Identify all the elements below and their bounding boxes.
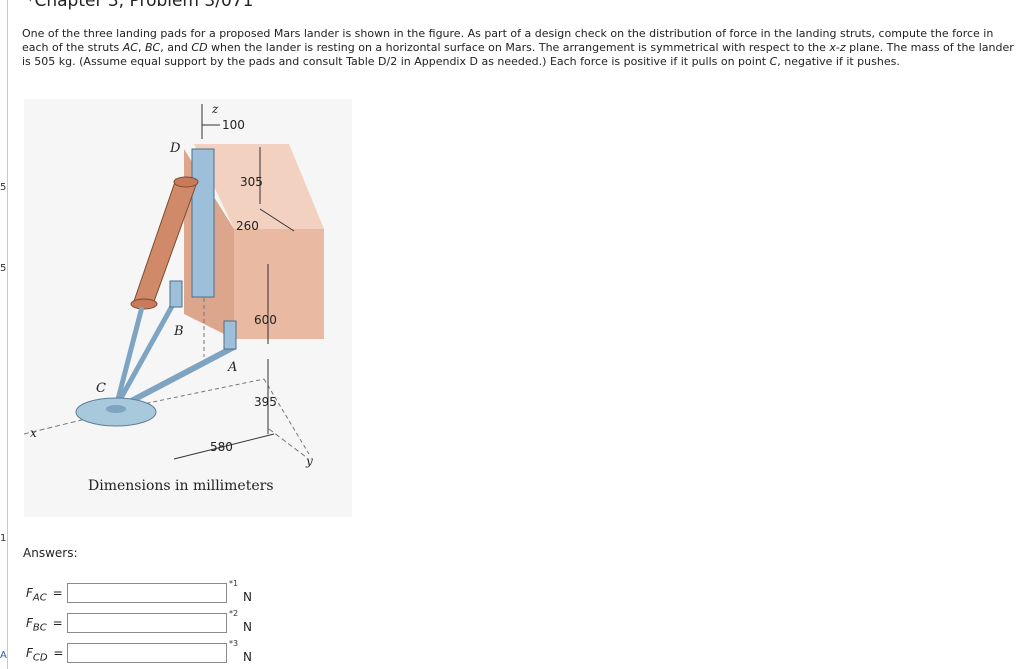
strut-ac-label: AC: [122, 41, 138, 54]
problem-text: plane. The mass of the lander is 505 kg.…: [22, 41, 1014, 68]
figure-caption: Dimensions in millimeters: [88, 478, 274, 494]
label-d: D: [169, 141, 181, 156]
cylinder-end: [130, 298, 158, 310]
left-margin-rule: [7, 0, 8, 669]
dimension-100: 100: [222, 118, 245, 132]
dimension-395: 395: [254, 395, 277, 409]
vertical-strut: [191, 148, 215, 298]
strut-cd-label: CD: [191, 41, 208, 54]
strut-bc: [113, 297, 179, 409]
plane-label: x-z: [829, 41, 846, 54]
equals-sign: =: [52, 586, 63, 600]
label-a: A: [227, 360, 237, 375]
margin-mark: 5: [0, 263, 7, 274]
lander-figure: z 100 D 305 260 600 B A C 395 x 580 y Di…: [24, 99, 352, 517]
answer-marker: *2: [229, 609, 239, 618]
label-b: B: [173, 324, 184, 339]
problem-title: *Chapter 3, Problem 3/071: [26, 0, 254, 11]
answer-marker: *3: [229, 639, 239, 648]
margin-mark: A: [0, 650, 7, 661]
cylinder-end: [173, 176, 199, 188]
fcd-input[interactable]: [67, 643, 227, 663]
fac-input[interactable]: [67, 583, 227, 603]
margin-mark: 5: [0, 182, 7, 193]
problem-text: , negative if it pushes.: [777, 55, 900, 68]
label-x: x: [30, 426, 37, 440]
label-y: y: [305, 454, 313, 468]
fbc-subscript: BC: [32, 622, 47, 634]
equals-sign: =: [53, 646, 64, 660]
answer-marker: *1: [229, 579, 239, 588]
problem-text: when the lander is resting on a horizont…: [207, 41, 830, 54]
bracket-b: [169, 280, 183, 308]
point-c-label: C: [769, 55, 778, 68]
fcd-label: FCD =: [26, 646, 64, 664]
dimension-580: 580: [210, 440, 233, 454]
label-z: z: [211, 102, 219, 116]
dimension-line: [173, 433, 275, 460]
answers-label: Answers:: [23, 546, 78, 560]
equals-sign: =: [52, 616, 63, 630]
fac-subscript: AC: [32, 592, 47, 604]
dimension-line: [259, 208, 295, 232]
problem-text: ,: [137, 41, 145, 54]
fbc-label: FBC =: [26, 616, 63, 634]
fac-label: FAC =: [26, 586, 63, 604]
dimension-260: 260: [236, 219, 259, 233]
fbc-input[interactable]: [67, 613, 227, 633]
fcd-subscript: CD: [32, 652, 48, 664]
unit-label: N: [243, 620, 252, 634]
unit-label: N: [243, 590, 252, 604]
lander-body-front: [234, 229, 324, 339]
lander-body-top: [194, 144, 324, 229]
bracket-a: [223, 320, 237, 350]
strut-bc-label: BC: [144, 41, 161, 54]
pad-joint: [106, 405, 126, 413]
problem-statement: One of the three landing pads for a prop…: [22, 27, 1018, 69]
dimension-600: 600: [254, 313, 277, 327]
problem-text: , and: [160, 41, 192, 54]
unit-label: N: [243, 650, 252, 664]
strut-ac: [114, 344, 236, 412]
y-axis-line: [268, 428, 307, 458]
dimension-305: 305: [240, 175, 263, 189]
problem-text: One of the three landing pads for a prop…: [22, 27, 994, 54]
construction-line: [263, 378, 310, 455]
strut-cd-rod: [113, 306, 145, 408]
label-c: C: [96, 381, 106, 396]
lander-diagram: z 100 D 305 260 600 B A C 395 x 580 y Di…: [24, 102, 324, 494]
margin-mark: 1: [0, 533, 7, 544]
